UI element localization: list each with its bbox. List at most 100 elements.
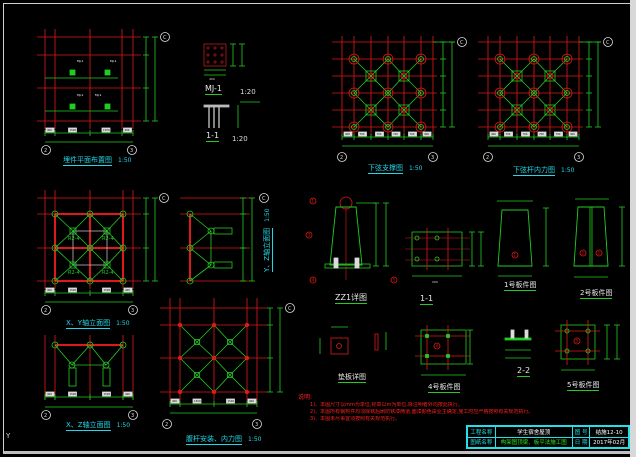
yz-elev-node bbox=[186, 277, 194, 285]
lower-chord-force-node bbox=[561, 87, 573, 99]
xy-elev-node bbox=[86, 277, 94, 285]
lower-chord-force-mid-node-ring bbox=[513, 106, 521, 114]
xy-elev-web bbox=[89, 213, 108, 232]
lower-chord-force-brace bbox=[499, 109, 518, 128]
plate-5-title: 5号板件图 bbox=[567, 381, 600, 391]
lower-chord-force-node-inner bbox=[531, 124, 537, 130]
web-member-node bbox=[244, 322, 250, 328]
lower-chord-bracing-dim-box bbox=[375, 131, 384, 137]
axis-bubble-icon bbox=[41, 410, 51, 420]
xy-elev-tag: R2-4 bbox=[102, 270, 114, 276]
xy-elev-dim-box bbox=[45, 287, 55, 293]
section-2-2-plate bbox=[504, 337, 532, 341]
lower-chord-force-node bbox=[528, 121, 540, 133]
axis-bubble-icon bbox=[259, 193, 269, 203]
xy-elev-tag: R2-4 bbox=[68, 270, 80, 276]
section-1-1-dim-text: 200 bbox=[432, 280, 438, 284]
xy-elev-tag: R2-4 bbox=[102, 236, 114, 242]
section-1-1-top-scale: 1:20 bbox=[232, 135, 248, 143]
axis-bubble-icon bbox=[574, 152, 584, 162]
notes-title: 说明: bbox=[298, 394, 313, 401]
xy-elev-node bbox=[51, 244, 59, 252]
lower-chord-force-node-inner bbox=[497, 90, 503, 96]
lower-chord-bracing-mid-node-ring bbox=[400, 106, 408, 114]
xz-elev-node bbox=[86, 341, 94, 349]
shim-plate bbox=[330, 337, 349, 355]
lower-chord-force-node-inner bbox=[497, 56, 503, 62]
xy-elev-dim-text: 1500 bbox=[70, 288, 77, 292]
lower-chord-force-brace bbox=[499, 92, 518, 111]
ucs-axis-icon: Y bbox=[6, 432, 11, 440]
zz1-marker: 1 bbox=[312, 199, 315, 204]
axis-label: C bbox=[288, 306, 292, 312]
embed-plan-dim-box bbox=[45, 127, 55, 133]
lower-chord-force-brace bbox=[549, 92, 568, 111]
xy-elev-top-frame bbox=[72, 230, 108, 266]
plate-4-marker: 4 bbox=[436, 344, 439, 349]
date-value: 2017年02月 bbox=[589, 436, 629, 448]
zz1-bolt bbox=[354, 257, 360, 269]
axis-bubble-icon bbox=[127, 145, 137, 155]
yz-elev-member bbox=[213, 261, 233, 269]
xy-elev-mid bbox=[103, 261, 111, 269]
plate-2-marker: 2 bbox=[598, 251, 601, 256]
xz-elev-member bbox=[68, 367, 77, 387]
xz-elev-dim-text: 1500 bbox=[70, 392, 77, 396]
embed-tag: MJ-1 bbox=[77, 93, 83, 97]
plate-4-hole bbox=[425, 354, 429, 358]
section-1-1-bolt bbox=[434, 256, 440, 262]
embed-tag: MJ-1 bbox=[77, 59, 83, 63]
web-member-dim-box bbox=[247, 398, 257, 404]
zz1-bolt bbox=[333, 257, 339, 269]
plate-1-outline bbox=[497, 209, 533, 267]
lower-chord-force-dim-box bbox=[521, 131, 530, 137]
lower-chord-force-dim-text: 400 bbox=[570, 132, 575, 136]
lower-chord-force-node-inner bbox=[531, 56, 537, 62]
axis-label: C bbox=[460, 40, 464, 46]
project-value: 学生宿舍屋顶 bbox=[494, 426, 573, 438]
plate-2-title: 2号板件图 bbox=[580, 289, 613, 299]
lower-chord-force-node bbox=[528, 87, 540, 99]
web-member-node bbox=[177, 322, 183, 328]
plate-4-outline bbox=[420, 329, 467, 365]
lower-chord-bracing-brace bbox=[353, 58, 372, 77]
lower-chord-bracing-mid-node-ring bbox=[367, 72, 375, 80]
xy-elev-node bbox=[119, 210, 127, 218]
web-member-node bbox=[211, 322, 217, 328]
axis-bubble-icon bbox=[457, 37, 467, 47]
lower-chord-force-brace bbox=[533, 92, 551, 111]
plate-5-marker-icon bbox=[573, 337, 581, 345]
axis-bubble-icon bbox=[162, 419, 172, 429]
lower-chord-bracing-dim-box bbox=[343, 131, 353, 137]
yz-elev-web bbox=[189, 213, 212, 232]
lower-chord-force-dim-box bbox=[554, 131, 563, 137]
xz-elev-dim-text: 400 bbox=[125, 392, 130, 396]
section-2-2-title: 2-2 bbox=[517, 366, 531, 377]
axis-label: 2 bbox=[44, 148, 47, 154]
lower-chord-bracing-node-inner bbox=[351, 56, 357, 62]
lower-chord-bracing-dim-text: 400 bbox=[345, 132, 350, 136]
lower-chord-bracing-brace bbox=[387, 75, 405, 94]
xz-elev-node bbox=[51, 341, 59, 349]
lower-chord-bracing-node-inner bbox=[418, 124, 424, 130]
shim-hole-icon bbox=[336, 343, 342, 349]
xy-elev-dim-box bbox=[102, 287, 111, 293]
xy-elev-mid bbox=[69, 261, 77, 269]
xz-elev-web bbox=[89, 344, 107, 366]
lower-chord-bracing-node bbox=[348, 121, 360, 133]
web-member-dim-text: 400 bbox=[249, 399, 254, 403]
embed-tag: MJ-1 bbox=[95, 93, 101, 97]
lower-chord-bracing-mid-node bbox=[398, 104, 410, 116]
xy-elev-node bbox=[119, 244, 127, 252]
embed-plan-dim-text: 1500 bbox=[70, 128, 77, 132]
plate-5-marker: 5 bbox=[576, 339, 579, 344]
xz-elev-dim-text: 1500 bbox=[104, 392, 111, 396]
date-label: 日 期 bbox=[571, 436, 591, 448]
lower-chord-force-node-inner bbox=[497, 124, 503, 130]
xy-elev-dim-box bbox=[68, 287, 77, 293]
vertical-scrollbar[interactable] bbox=[630, 0, 636, 457]
lower-chord-force-dim-text: 400 bbox=[491, 132, 496, 136]
